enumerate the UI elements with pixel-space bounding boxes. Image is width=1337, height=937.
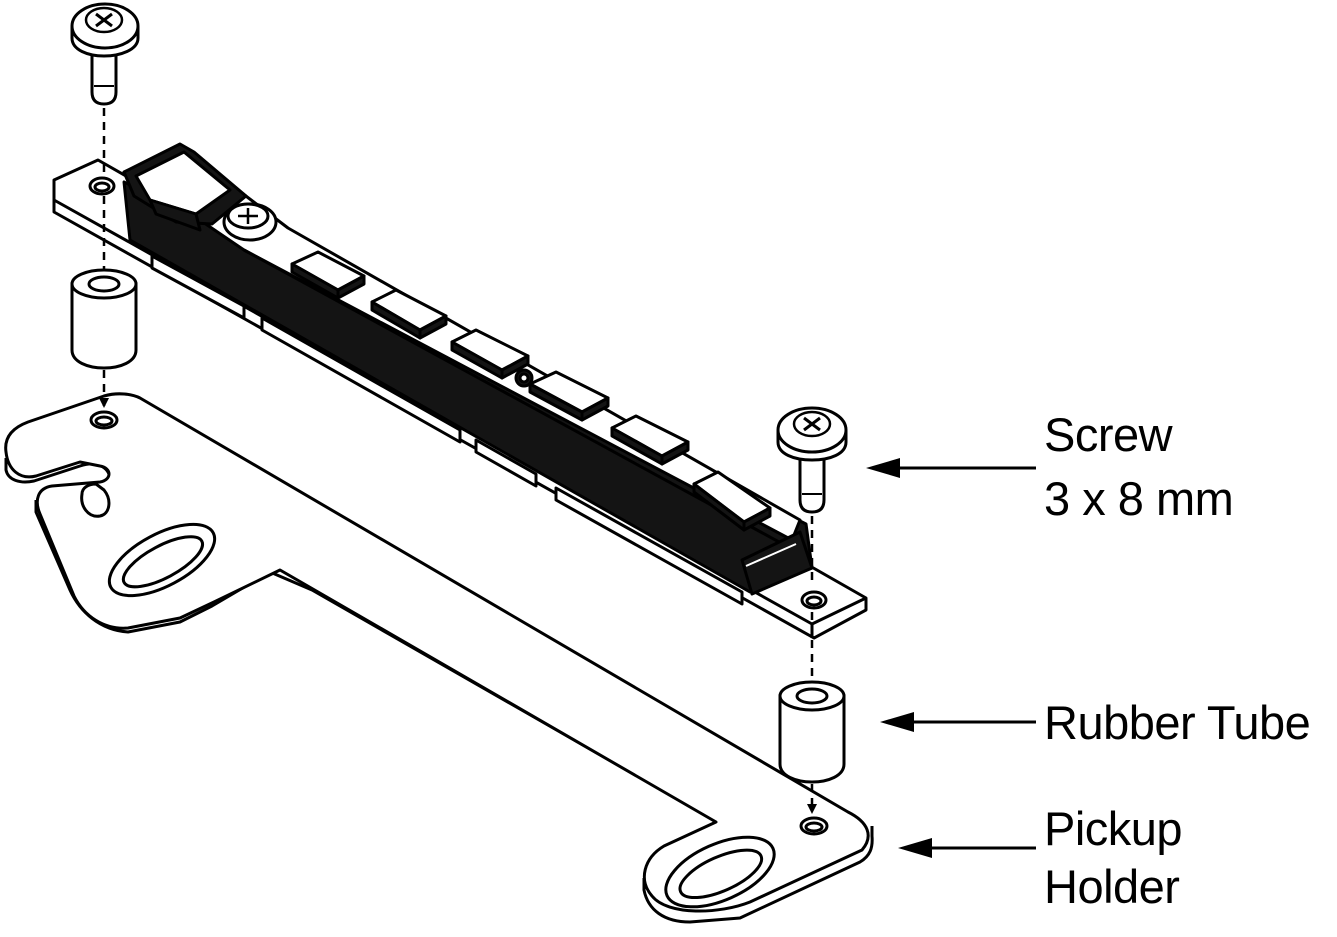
screw-label: Screw 3 x 8 mm	[1044, 406, 1234, 528]
pickup-holder-label: Pickup Holder	[1044, 800, 1183, 916]
screw-label-name: Screw	[1044, 408, 1173, 461]
pickup-holder-label-line2: Holder	[1044, 860, 1180, 913]
rubber-tube-left	[70, 268, 138, 370]
pickup-bar	[52, 142, 868, 640]
screw-right-head-cross-icon	[792, 410, 832, 438]
pickup-holder-label-line1: Pickup	[1044, 802, 1183, 855]
rubber-tube-label-text: Rubber Tube	[1044, 696, 1311, 749]
screw-right	[776, 406, 848, 514]
assembly-guide-lines	[99, 108, 817, 814]
pole-piece-2	[370, 288, 448, 340]
pole-piece-4	[528, 370, 610, 422]
pole-piece-3	[450, 328, 530, 380]
pole-piece-1	[290, 250, 366, 300]
callout-arrows	[866, 458, 1036, 858]
pickup-holder-plate	[4, 392, 874, 924]
pole-piece-5	[610, 414, 690, 466]
rubber-tube-label: Rubber Tube	[1044, 694, 1311, 752]
screw-left-head-cross-icon	[84, 6, 124, 34]
screw-left	[70, 2, 140, 106]
screw-label-size: 3 x 8 mm	[1044, 472, 1234, 525]
pole-piece-6	[692, 470, 772, 532]
rubber-tube-right	[778, 680, 846, 784]
